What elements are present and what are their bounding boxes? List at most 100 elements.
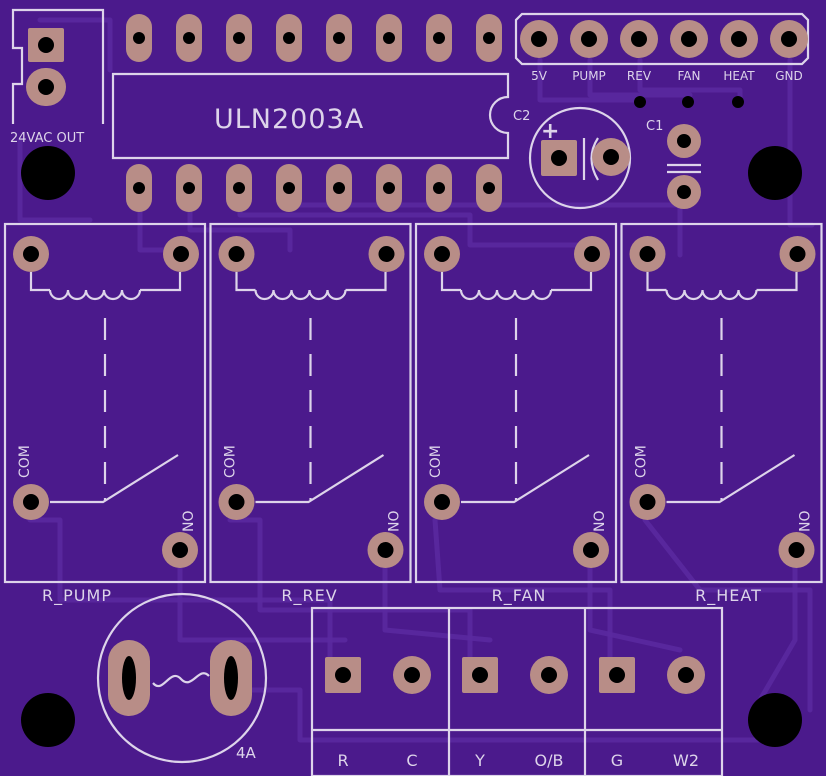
- relay-pad-drill: [639, 246, 656, 262]
- terminal-pad-drill: [541, 667, 557, 683]
- terminal-label: C: [406, 751, 417, 770]
- relay-name-label: R_REV: [281, 586, 337, 606]
- ic-pin-drill: [333, 32, 345, 44]
- header-pin-label: 5V: [531, 69, 548, 83]
- c2-label: C2: [513, 109, 530, 124]
- fuse: 4A: [96, 592, 268, 764]
- header-pin-drill: [681, 31, 697, 47]
- relay-switch-symbol: [255, 454, 385, 504]
- relay-name-label: R_FAN: [492, 586, 547, 606]
- mounting-hole-bottom-left: [21, 693, 75, 747]
- ic-pin-drill: [133, 32, 145, 44]
- relay-no-label: NO: [181, 511, 197, 533]
- terminal-label: R: [337, 751, 348, 770]
- c1-label: C1: [646, 119, 663, 134]
- header-pin-drill: [631, 31, 647, 47]
- header-pin-drill: [781, 31, 797, 47]
- ic-pin-drill: [333, 182, 345, 194]
- relay-pad-drill: [23, 246, 39, 262]
- via: [682, 96, 694, 108]
- ic-pin-drill: [383, 32, 395, 44]
- ic-pin-drill: [283, 32, 295, 44]
- capacitor-c2: C2 +: [513, 106, 632, 210]
- ic-pin-drill: [433, 32, 445, 44]
- via: [732, 96, 744, 108]
- relay-coil-symbol: [29, 272, 182, 301]
- relay-pad-drill: [228, 494, 245, 510]
- header-6pin: 5V PUMP REV FAN HEAT GND: [514, 12, 810, 83]
- ic-pin-drill: [233, 182, 245, 194]
- terminal-pad-drill: [335, 667, 351, 683]
- relay-pad-drill: [434, 494, 450, 510]
- header-pin-drill: [531, 31, 547, 47]
- relay-switch-symbol: [50, 454, 179, 504]
- relay-pad-drill: [173, 246, 189, 262]
- mounting-hole-top-right: [748, 146, 802, 200]
- header-pin-label: GND: [775, 69, 803, 83]
- relay-coil-symbol: [646, 272, 798, 301]
- relay-no-label: NO: [592, 511, 608, 533]
- header-pin-label: HEAT: [723, 69, 755, 83]
- ic-pin-drill: [433, 182, 445, 194]
- relay-com-label: COM: [428, 445, 444, 478]
- ic-pin-drill: [233, 32, 245, 44]
- terminal-label: Y: [474, 751, 485, 770]
- terminal-label: O/B: [535, 751, 564, 770]
- relay-com-label: COM: [223, 445, 239, 478]
- ic-label: ULN2003A: [214, 104, 364, 135]
- fuse-rating-label: 4A: [236, 744, 257, 762]
- relay-pad-drill: [172, 542, 188, 558]
- relay-pad-drill: [639, 494, 656, 510]
- relay-no-label: NO: [798, 511, 814, 533]
- relay-outline: [3, 222, 207, 584]
- relay-pad-drill: [377, 542, 394, 558]
- terminal-pad-drill: [609, 667, 625, 683]
- ic-pins-bottom: [126, 164, 502, 212]
- relay-coil-symbol: [440, 272, 593, 301]
- ic-pin-drill: [483, 182, 495, 194]
- relay-outline: [414, 222, 618, 584]
- c2-polarity-label: +: [541, 119, 559, 144]
- power-out-connector: 24VAC OUT: [10, 8, 105, 146]
- ic-pin-drill: [483, 32, 495, 44]
- terminal-label: W2: [673, 751, 699, 770]
- relay-pad-drill: [228, 246, 245, 262]
- relay-pad-drill: [788, 542, 805, 558]
- capacitor-c1: C1: [646, 119, 701, 209]
- power-out-label: 24VAC OUT: [10, 131, 84, 146]
- ic-pin-drill: [383, 182, 395, 194]
- header-pin-label: FAN: [678, 69, 701, 83]
- relay-pad-drill: [789, 246, 806, 262]
- mounting-hole-bottom-right: [748, 693, 802, 747]
- ic-pins-top: [126, 14, 502, 62]
- relay-no-label: NO: [387, 511, 403, 533]
- terminal-label: G: [611, 751, 623, 770]
- header-pins: 5V PUMP REV FAN HEAT GND: [520, 20, 808, 83]
- relay-pad-drill: [584, 246, 600, 262]
- relay-pad-drill: [23, 494, 39, 510]
- header-pin-label: PUMP: [572, 69, 606, 83]
- relays: COMNOR_PUMPCOMNOR_REVCOMNOR_FANCOMNOR_HE…: [3, 222, 823, 606]
- relay-name-label: R_HEAT: [695, 586, 762, 606]
- fuse-symbol: [152, 672, 210, 687]
- ic-pin-drill: [283, 182, 295, 194]
- header-pin-label: REV: [627, 69, 652, 83]
- ic-pin-drill: [183, 182, 195, 194]
- terminal-block: R C Y O/B G W2: [310, 606, 724, 776]
- header-pin-drill: [731, 31, 747, 47]
- ic-pin-drill: [133, 182, 145, 194]
- relay-pad-drill: [378, 246, 395, 262]
- relay-outline: [620, 222, 823, 584]
- relay-com-label: COM: [17, 445, 33, 478]
- relay-switch-symbol: [666, 454, 796, 504]
- mounting-hole-top-left: [21, 146, 75, 200]
- relay-r-heat: COM NO R_HEAT: [620, 222, 823, 606]
- relay-r-rev: COM NO R_REV: [209, 222, 412, 606]
- relay-coil-symbol: [235, 272, 387, 301]
- relay-r-fan: COM NO R_FAN: [414, 222, 618, 606]
- header-pin-drill: [581, 31, 597, 47]
- terminal-pad-drill: [678, 667, 694, 683]
- relay-pad-drill: [583, 542, 599, 558]
- relay-com-label: COM: [634, 445, 650, 478]
